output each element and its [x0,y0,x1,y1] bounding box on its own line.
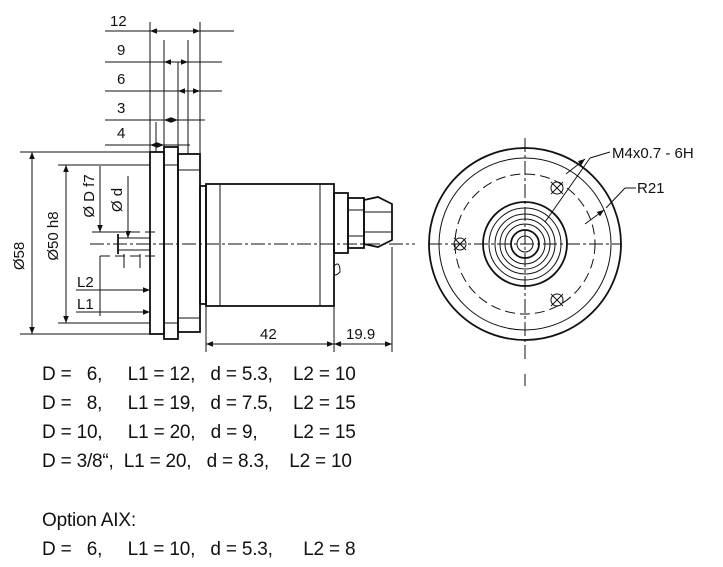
label-radius: R21 [637,180,665,197]
mounting-hole-bottom [550,293,564,307]
dim-4: 4 [117,125,125,142]
mounting-hole-left [453,237,467,251]
dim-dia50h8: Ø50 h8 [45,211,62,260]
dim-L2: L2 [77,274,94,291]
variant-row-2: D = 8, L1 = 19, d = 7.5, L2 = 15 [42,393,356,414]
dim-6: 6 [117,71,125,88]
option-title: Option AIX: [42,510,136,531]
dim-L1: L1 [77,296,94,313]
label-thread: M4x0.7 - 6H [612,145,694,162]
variant-row-4: D = 3/8“, L1 = 20, d = 8.3, L2 = 10 [42,451,352,472]
front-view: M4x0.7 - 6H R21 [428,138,694,386]
option-row-1: D = 6, L1 = 10, d = 5.3, L2 = 8 [42,539,356,560]
side-view: Ø58 Ø50 h8 Ø D f7 Ø d L2 L1 12 [11,13,415,352]
dim-dia58: Ø58 [11,242,28,270]
dim-diaDf7: Ø D f7 [81,174,98,217]
dim-42: 42 [260,326,277,343]
dim-12: 12 [110,13,127,30]
variant-row-3: D = 10, L1 = 20, d = 9, L2 = 15 [42,422,356,443]
dim-3: 3 [117,100,125,117]
dim-diad: Ø d [109,188,126,212]
dim-9: 9 [117,42,125,59]
variant-row-1: D = 6, L1 = 12, d = 5.3, L2 = 10 [42,364,356,385]
dim-19-9: 19.9 [346,326,375,343]
mounting-hole-top [550,181,564,195]
